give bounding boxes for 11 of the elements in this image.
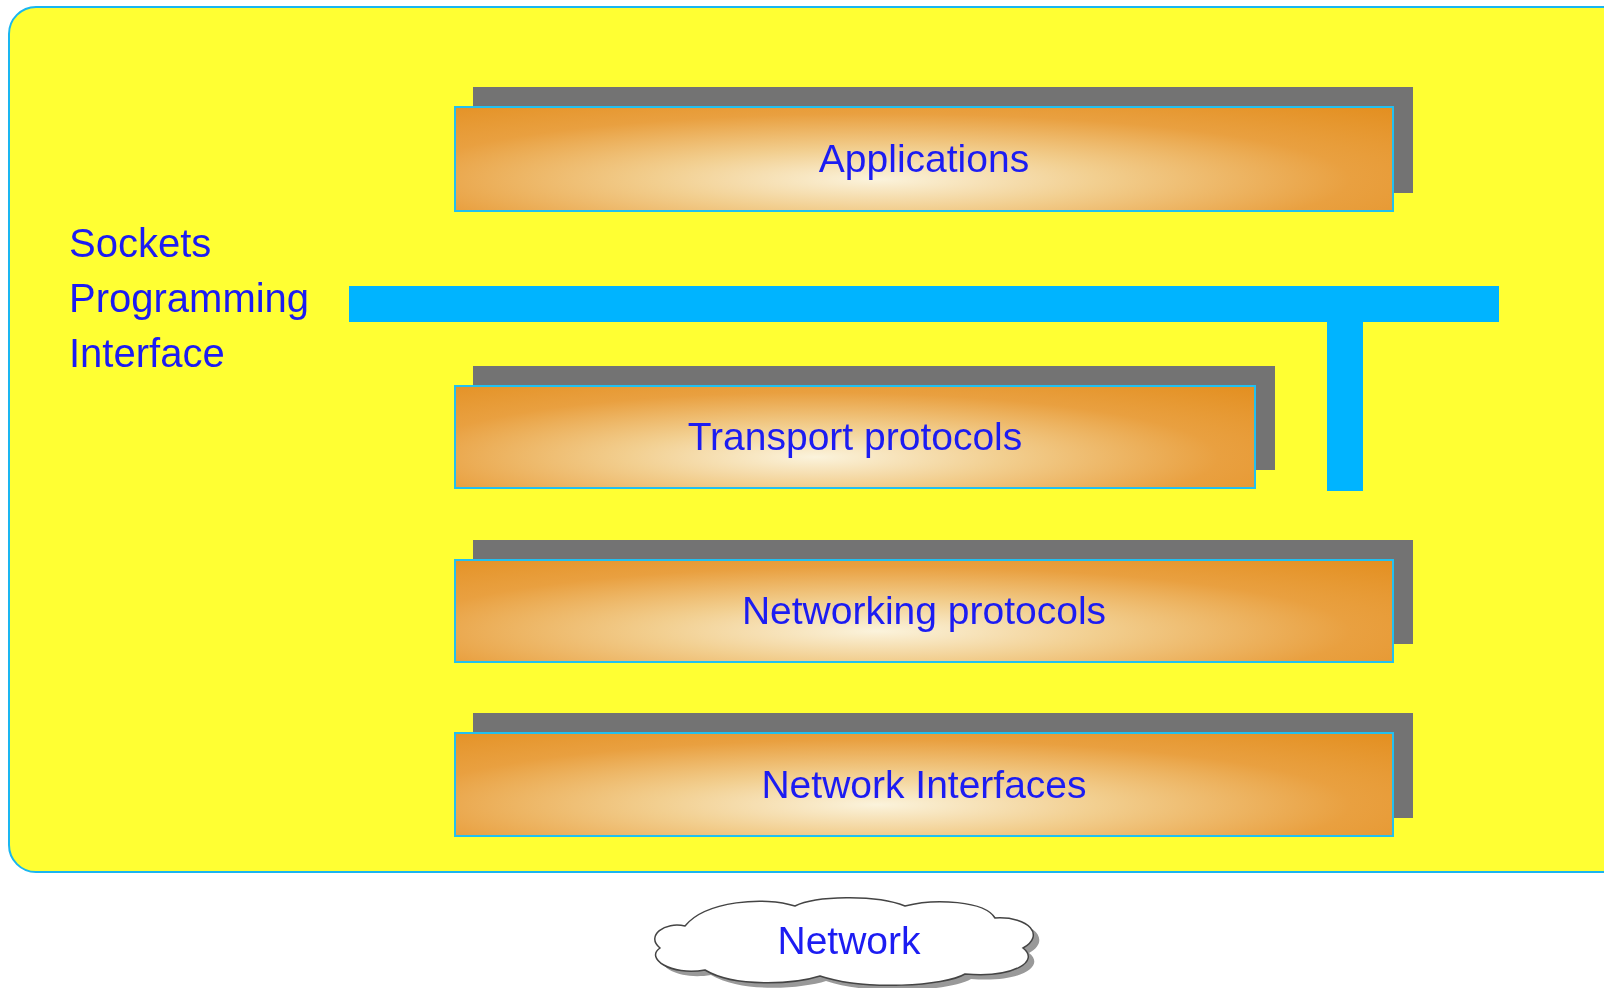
- stacked-layer: [454, 87, 1413, 212]
- stacked-layer: [454, 713, 1413, 837]
- layer-label: Network Interfaces: [761, 762, 1087, 807]
- system-panel: [8, 6, 1604, 873]
- layer-label: Applications: [818, 137, 1030, 181]
- cloud-label: Network: [777, 919, 921, 963]
- layer-label: Transport protocols: [687, 415, 1023, 459]
- interface-label: Sockets Programming Interface: [69, 220, 311, 377]
- stacked-layer: [454, 540, 1413, 663]
- layer-label: Networking protocols: [741, 589, 1107, 633]
- stacked-layer: [454, 366, 1275, 489]
